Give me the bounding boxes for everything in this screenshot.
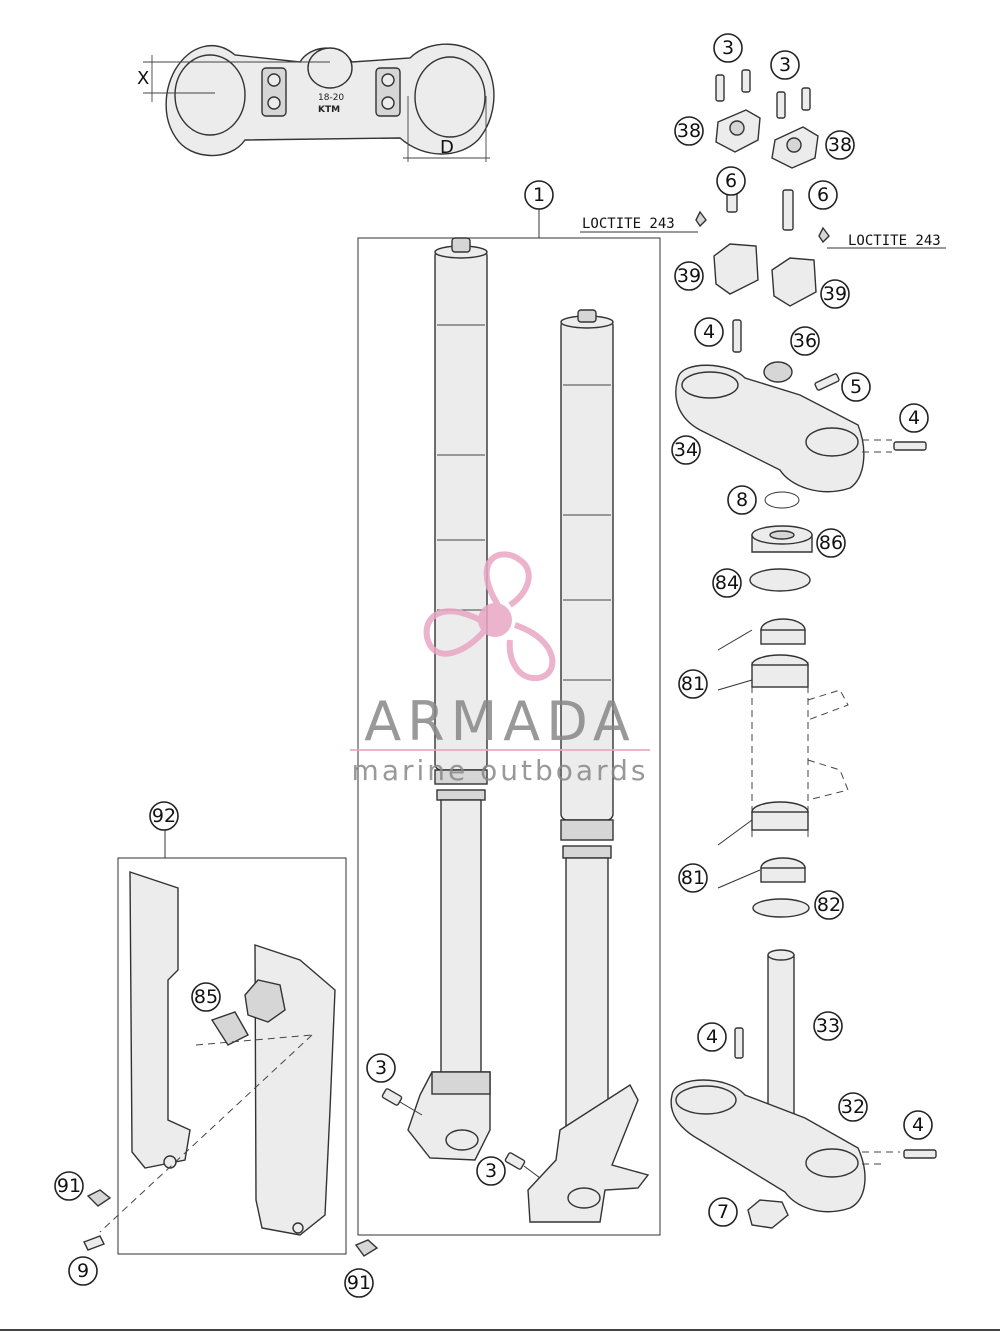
fork-guards [83, 830, 379, 1257]
left-fork-leg [407, 237, 491, 1161]
propeller-logo [423, 551, 556, 682]
right-fork-leg [527, 309, 650, 1223]
dimension-x-label: X [137, 68, 149, 89]
fork-assembly [357, 209, 661, 1236]
svg-text:38: 38 [677, 120, 701, 142]
svg-text:3: 3 [779, 54, 791, 76]
svg-text:1: 1 [533, 184, 545, 206]
svg-text:91: 91 [347, 1272, 371, 1294]
callout-32: 32 [838, 1092, 868, 1122]
triple-clamp-dimension-view: 18-20 KTM X D [137, 43, 495, 162]
clamp-logo: KTM [318, 105, 340, 115]
callout-86: 86 [816, 528, 846, 558]
svg-text:4: 4 [703, 321, 715, 343]
fork-bottom-bolt-left [381, 1088, 423, 1116]
callout-7: 7 [708, 1197, 738, 1227]
callout-38-a: 38 [674, 116, 704, 146]
callout-9: 9 [68, 1256, 98, 1286]
callout-3-b: 3 [770, 50, 800, 80]
callout-36: 36 [790, 326, 820, 356]
svg-text:34: 34 [674, 439, 698, 461]
watermark-tagline: marine outboards [352, 754, 649, 787]
svg-text:85: 85 [194, 986, 218, 1008]
guard-screw-9 [83, 1235, 105, 1251]
callout-91-a: 91 [54, 1171, 84, 1201]
callout-3-a: 3 [713, 33, 743, 63]
callout-85: 85 [191, 982, 221, 1012]
callout-81-a: 81 [678, 669, 708, 699]
svg-text:33: 33 [816, 1015, 840, 1037]
loctite-note-right: LOCTITE 243 [848, 233, 941, 249]
callout-6-a: 6 [716, 166, 746, 196]
svg-text:4: 4 [908, 407, 920, 429]
svg-text:3: 3 [485, 1160, 497, 1182]
svg-text:39: 39 [677, 265, 701, 287]
callout-39-b: 39 [820, 279, 850, 309]
callout-8: 8 [727, 485, 757, 515]
callout-91-b: 91 [344, 1268, 374, 1298]
svg-text:86: 86 [819, 532, 843, 554]
callout-3-c: 3 [366, 1053, 396, 1083]
callout-4-b: 4 [899, 403, 929, 433]
svg-text:4: 4 [912, 1114, 924, 1136]
armada-watermark: ARMADA marine outboards [350, 551, 650, 787]
svg-text:91: 91 [57, 1175, 81, 1197]
callout-3-d: 3 [476, 1156, 506, 1186]
callout-92: 92 [149, 801, 179, 831]
svg-text:39: 39 [823, 283, 847, 305]
svg-text:81: 81 [681, 673, 705, 695]
guard-screw-91-right [354, 1239, 379, 1257]
callout-34: 34 [671, 435, 701, 465]
svg-text:84: 84 [715, 572, 739, 594]
svg-text:9: 9 [77, 1260, 89, 1282]
loctite-note-left: LOCTITE 243 [582, 216, 675, 232]
svg-text:6: 6 [725, 170, 737, 192]
guard-screw-91-left [86, 1189, 112, 1207]
svg-text:36: 36 [793, 330, 817, 352]
callout-33: 33 [813, 1011, 843, 1041]
svg-text:92: 92 [152, 805, 176, 827]
callout-5: 5 [841, 372, 871, 402]
svg-text:4: 4 [706, 1026, 718, 1048]
callout-81-b: 81 [678, 863, 708, 893]
svg-text:3: 3 [375, 1057, 387, 1079]
svg-text:38: 38 [828, 134, 852, 156]
svg-text:8: 8 [736, 489, 748, 511]
callout-82: 82 [814, 890, 844, 920]
callout-4-d: 4 [903, 1110, 933, 1140]
dimension-d-label: D [440, 137, 454, 158]
lower-triple-clamp [670, 949, 937, 1229]
callouts: 1 3 3 38 38 6 6 39 39 4 36 5 4 34 8 86 8… [54, 33, 933, 1298]
callout-4-a: 4 [694, 317, 724, 347]
watermark-brand: ARMADA [364, 690, 636, 753]
fork-bottom-bolt-right [504, 1152, 541, 1179]
callout-6-b: 6 [808, 180, 838, 210]
svg-text:32: 32 [841, 1096, 865, 1118]
svg-text:5: 5 [850, 376, 862, 398]
callout-1: 1 [524, 180, 554, 210]
svg-text:82: 82 [817, 894, 841, 916]
upper-triple-clamp [675, 319, 927, 493]
svg-text:3: 3 [722, 37, 734, 59]
svg-text:81: 81 [681, 867, 705, 889]
callout-4-c: 4 [697, 1022, 727, 1052]
clamp-marking: 18-20 [318, 93, 344, 103]
callout-84: 84 [712, 568, 742, 598]
svg-text:6: 6 [817, 184, 829, 206]
callout-38-b: 38 [825, 130, 855, 160]
callout-39-a: 39 [674, 261, 704, 291]
steering-bearings [717, 491, 849, 918]
upper-handlebar-clamps [580, 69, 946, 307]
svg-text:7: 7 [717, 1201, 729, 1223]
